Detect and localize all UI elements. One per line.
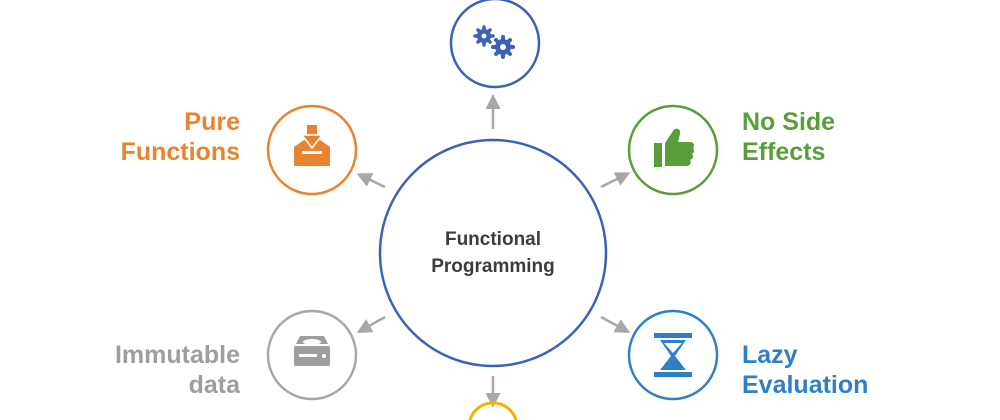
label-pure-functions-line1: Pure bbox=[184, 108, 240, 136]
node-bottom bbox=[468, 401, 518, 420]
center-label-line1: Functional bbox=[444, 229, 542, 250]
node-immutable-data bbox=[266, 309, 358, 401]
download-box-icon bbox=[294, 125, 330, 166]
label-no-side-effects: No Side Effects bbox=[742, 107, 835, 167]
center-label-line2: Programming bbox=[431, 256, 555, 277]
arrow-no-side-effects bbox=[600, 172, 631, 189]
label-no-side-effects-line1: No Side bbox=[742, 108, 836, 136]
hard-drive-icon bbox=[294, 336, 330, 366]
label-lazy-evaluation: Lazy Evaluation bbox=[742, 340, 868, 400]
gears-icon bbox=[473, 25, 515, 59]
label-pure-functions: Pure Functions bbox=[100, 107, 240, 167]
label-immutable-data: Immutable data bbox=[80, 340, 240, 400]
center-circle bbox=[378, 138, 608, 368]
node-no-side-effects bbox=[627, 104, 719, 196]
arrow-immutable-data bbox=[356, 315, 386, 333]
label-pure-functions-line2: Functions bbox=[120, 138, 240, 166]
label-immutable-data-line1: Immutable bbox=[114, 341, 240, 369]
label-lazy-evaluation-line1: Lazy bbox=[742, 341, 798, 369]
node-lazy-evaluation bbox=[627, 309, 719, 401]
center-label: Functional Programming bbox=[393, 226, 593, 280]
arrow-lazy-evaluation bbox=[600, 315, 631, 333]
hourglass-icon bbox=[654, 333, 692, 377]
node-top bbox=[449, 0, 541, 89]
label-immutable-data-line2: data bbox=[188, 371, 240, 399]
arrow-pure-functions bbox=[356, 173, 386, 189]
thumbs-up-icon bbox=[654, 128, 695, 167]
label-lazy-evaluation-line2: Evaluation bbox=[742, 371, 869, 399]
node-pure-functions bbox=[266, 104, 358, 196]
label-no-side-effects-line2: Effects bbox=[742, 138, 826, 166]
